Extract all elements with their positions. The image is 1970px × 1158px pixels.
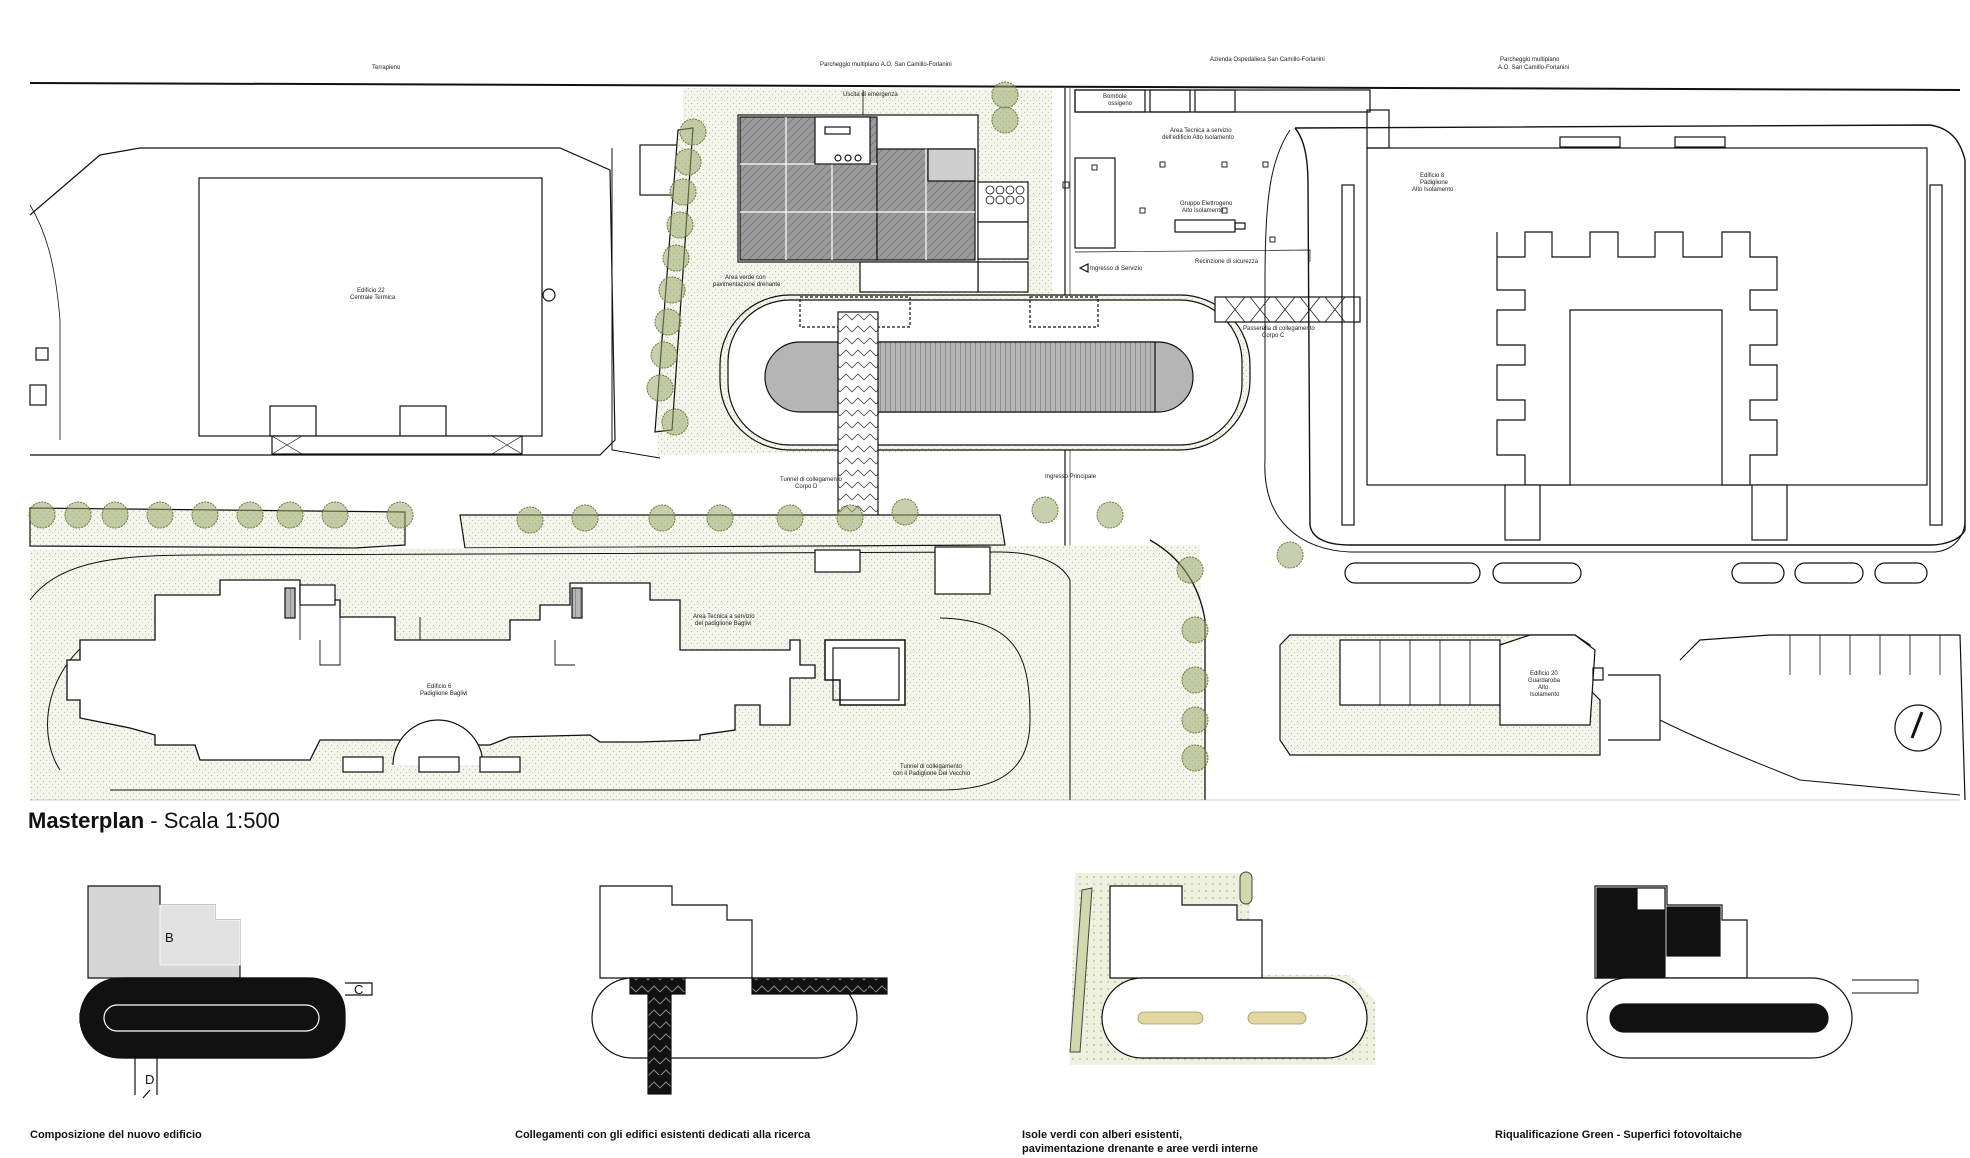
caption-composizione-line1: Composizione del nuovo edificio [30, 1129, 202, 1141]
label-edificio20-l4: Isolamento [1530, 692, 1560, 698]
masterplan-title-scale: - Scala 1:500 [144, 808, 280, 833]
label-passerella-l2: Corpo C [1262, 333, 1285, 339]
label-tunnel-d-l1: Tunnel di collegamento [780, 477, 842, 483]
label-area-baglivi-l1: Area Tecnica a servizio [693, 614, 755, 620]
site-plan [29, 82, 1966, 801]
diagram-composizione: B A C D [79, 885, 373, 1099]
label-edificio22-l2: Centrale Termica [350, 295, 396, 301]
label-ingresso-servizio: Ingresso di Servizio [1090, 266, 1143, 272]
label-parcheggio-1: Parcheggio multipiano A.O. San Camillo-F… [820, 62, 952, 68]
diagram-collegamenti: C D [591, 885, 888, 1095]
caption-composizione: Composizione del nuovo edificio [30, 1128, 202, 1142]
caption-fotovoltaiche: Riqualificazione Green - Superfici fotov… [1495, 1128, 1742, 1142]
label-area-verde-l2: pavimentazione drenante [713, 282, 781, 288]
label-edificio8-l1: Edificio 8 [1420, 173, 1445, 179]
label-edificio22-l1: Edificio 22 [357, 288, 385, 294]
diagram-isole-verdi [1069, 871, 1375, 1065]
caption-collegamenti: Collegamenti con gli edifici esistenti d… [515, 1128, 810, 1142]
caption-isole-verdi: Isole verdi con alberi esistenti, pavime… [1022, 1128, 1258, 1156]
tree-icons [28, 81, 1304, 772]
diagram1-letter-d: D [145, 1072, 154, 1087]
caption-collegamenti-line1: Collegamenti con gli edifici esistenti d… [515, 1129, 811, 1141]
caption-isole-verdi-line1: Isole verdi con alberi esistenti, [1022, 1129, 1183, 1141]
label-edificio20-l3: Alto [1538, 685, 1549, 691]
label-azienda: Azienda Ospedaliera San Camillo-Forlanin… [1210, 57, 1325, 63]
label-gruppo-l1: Gruppo Elettrogeno [1180, 201, 1233, 207]
label-passerella-l1: Passerella di collegamento [1243, 326, 1315, 332]
diagram2-letter-c: C [866, 980, 875, 995]
label-edificio8-l3: Alto Isolamento [1412, 187, 1454, 193]
label-parcheggio-2-l1: Parcheggio multipiano [1500, 57, 1560, 63]
label-edificio6-l1: Edificio 6 [427, 684, 452, 690]
label-area-verde-l1: Area verde con [725, 275, 766, 281]
diagram1-letter-a: A [206, 1012, 215, 1027]
label-edificio6-l2: Padiglione Baglivi [420, 691, 467, 697]
diagram1-letter-c: C [354, 982, 363, 997]
label-edificio8-l2: Padiglione [1420, 180, 1449, 186]
label-gruppo-l2: Alto Isolamento [1182, 208, 1224, 214]
label-tunnel-d-l2: Corpo D [795, 484, 818, 490]
label-area-tecnica-l2: dell'edificio Alto Isolamento [1162, 135, 1235, 141]
label-bombole-l1: Bombole [1103, 94, 1127, 100]
label-uscita: Uscita di emergenza [843, 92, 898, 98]
caption-isole-verdi-line2: pavimentazione drenante e aree verdi int… [1022, 1143, 1258, 1155]
label-edificio20-l2: Guardaroba [1528, 678, 1561, 684]
label-recinzione: Recinzione di sicurezza [1195, 259, 1259, 265]
label-area-baglivi-l2: del padiglione Baglivi [695, 621, 751, 627]
masterplan-title-bold: Masterplan [28, 808, 145, 833]
masterplan-title: Masterplan - Scala 1:500 [28, 808, 280, 834]
label-parcheggio-2-l2: A.O. San Camillo-Forlanini [1498, 65, 1569, 71]
label-tunnel-vecchio-l2: con il Padiglione Del Vecchio [893, 771, 971, 777]
label-area-tecnica-l1: Area Tecnica a servizio [1170, 128, 1232, 134]
label-edificio20-l1: Edificio 20 [1530, 671, 1558, 677]
plan-labels: Terrapieno Parcheggio multipiano A.O. Sa… [350, 57, 1569, 777]
diagram-fotovoltaiche [1586, 885, 1919, 1059]
label-bombole-l2: ossigeno [1108, 101, 1133, 107]
label-tunnel-vecchio-l1: Tunnel di collegamento [900, 764, 962, 770]
label-terrapieno: Terrapieno [372, 65, 401, 71]
caption-fotovoltaiche-line1: Riqualificazione Green - Superfici fotov… [1495, 1129, 1742, 1141]
diagram2-letter-d: D [656, 1072, 665, 1087]
label-ingresso-principale: Ingresso Principale [1045, 474, 1097, 480]
technical-roof-grid [739, 116, 976, 261]
diagram1-letter-b: B [165, 930, 174, 945]
